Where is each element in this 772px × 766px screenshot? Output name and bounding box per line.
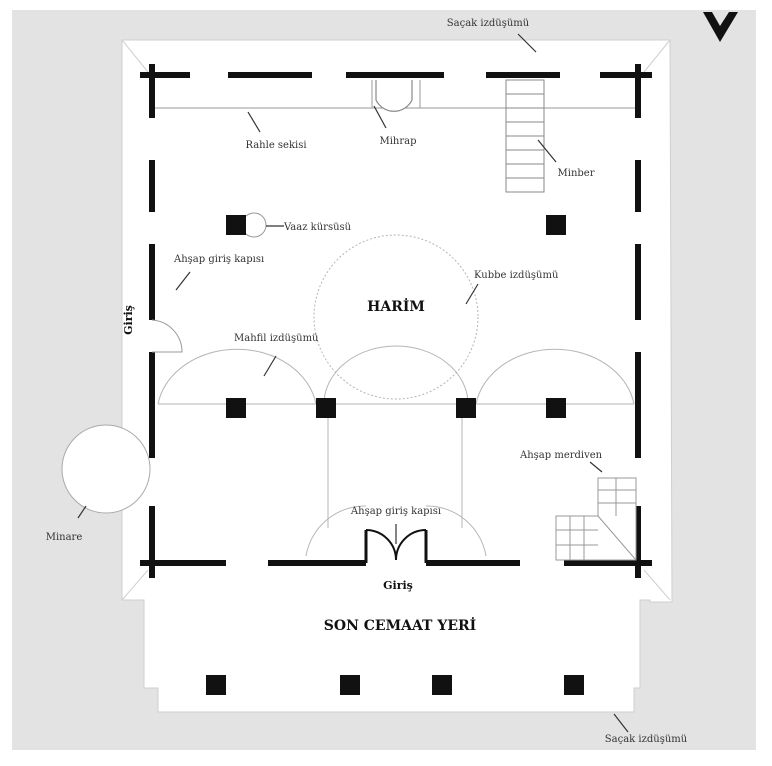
minaret xyxy=(61,424,151,514)
harim-walls xyxy=(140,64,652,578)
label-wooden-stair: Ahşap merdiven xyxy=(519,450,603,461)
label-vaaz-kursusu: Vaaz kürsüsü xyxy=(283,222,352,233)
label-side-door: Ahşap giriş kapısı xyxy=(173,254,264,265)
minber xyxy=(505,79,545,193)
leader-lines xyxy=(77,33,629,733)
label-eave-top: Saçak izdüşümü xyxy=(447,18,530,29)
label-son-cemaat-yeri: SON CEMAAT YERİ xyxy=(324,615,476,634)
label-side-entrance: Giriş xyxy=(122,305,135,335)
label-minaret: Minare xyxy=(46,532,83,543)
label-minber: Minber xyxy=(558,168,595,179)
mihrab-niche xyxy=(375,80,413,112)
label-mahfil-projection: Mahfil izdüşümü xyxy=(234,333,319,344)
dome-projection xyxy=(313,234,479,400)
label-eave-bottom: Saçak izdüşümü xyxy=(605,734,688,745)
eave-projection-outline xyxy=(121,39,673,713)
label-rahle-sekisi: Rahle sekisi xyxy=(245,140,306,151)
wooden-stair xyxy=(555,477,637,561)
label-harim: HARİM xyxy=(367,296,425,315)
label-main-door: Ahşap giriş kapısı xyxy=(350,506,441,517)
north-arrow-icon xyxy=(703,12,738,42)
eave-corner-lines xyxy=(121,39,671,601)
label-main-entrance: Giriş xyxy=(383,579,413,592)
main-door xyxy=(364,529,428,563)
label-mihrab: Mihrap xyxy=(379,136,416,147)
label-dome-projection: Kubbe izdüşümü xyxy=(474,270,559,281)
pillars xyxy=(206,215,584,695)
side-door-swing xyxy=(151,319,183,353)
